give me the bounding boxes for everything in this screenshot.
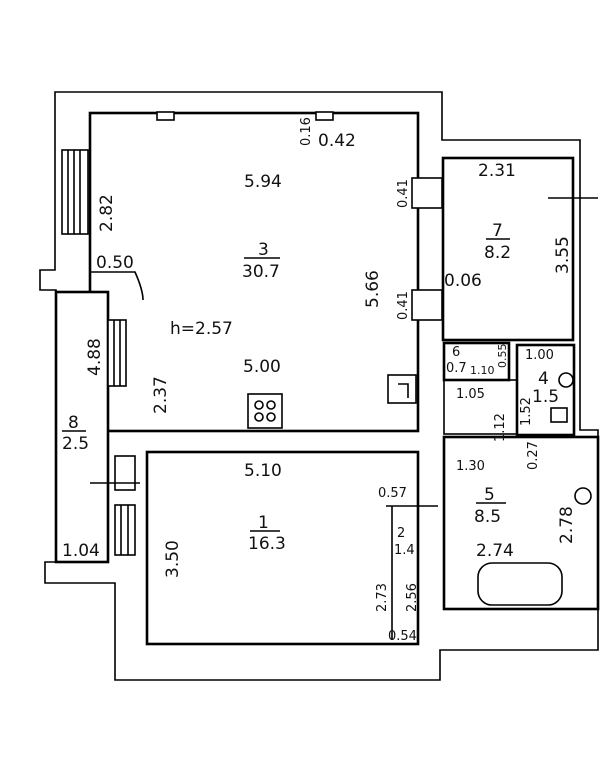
dim-r7-top: 2.31 [478,161,516,181]
toilet [558,372,574,388]
dim-r6-small-b: 1.10 [470,364,495,377]
door-opening-lower [411,289,443,321]
corridor-outline [443,379,518,435]
dim-r5-top: 1.30 [456,459,485,474]
room-1-outline [145,450,420,646]
room-8-number: 8 [68,413,79,433]
room-3-area: 30.7 [242,262,280,282]
sink [387,374,417,404]
dim-r3-left: 2.82 [97,194,117,232]
dim-r5-small: 0.27 [526,441,541,470]
room-5-number: 5 [484,485,495,505]
room-1-number: 1 [258,513,269,533]
dim-r5-width: 2.74 [476,541,514,561]
room-7-outline [441,156,575,342]
dim-corr-b: 1.12 [493,413,508,442]
toilet-sink [550,407,568,423]
dim-r3-bottom: 5.00 [243,357,281,377]
dim-r7-right: 3.55 [553,236,573,274]
room-3-corner-notch [90,271,144,301]
dim-r3-top: 5.94 [244,172,282,192]
dim-r3-vent-h: 0.16 [299,117,314,146]
room-6-area: 0.7 [446,361,467,376]
dim-r2-width: 0.57 [378,486,407,501]
sink-tap [398,383,409,398]
window-left-lower-top [114,455,136,491]
dim-r1-top: 5.10 [244,461,282,481]
washbasin [574,487,592,505]
room-3-outline [88,111,420,433]
room-2-number: 2 [397,526,405,541]
dim-r4-top: 1.00 [525,348,554,363]
window-left-upper [61,149,89,235]
dim-r3-corner: 0.50 [96,253,134,273]
dim-r3-right: 5.66 [363,270,383,308]
ceiling-height: h=2.57 [170,319,233,339]
vent-top-left [156,111,175,121]
dim-r8-bottom: 1.04 [62,541,100,561]
room-4-area: 1.5 [532,387,559,407]
dim-r3-door-upper: 0.41 [396,179,411,208]
dim-r3-door-lower: 0.41 [396,291,411,320]
room-4-outline [515,343,576,437]
dim-r1-left: 3.50 [163,540,183,578]
room-3-number: 3 [258,240,269,260]
room-5-area: 8.5 [474,507,501,527]
dim-r2-h2: 2.56 [405,583,420,612]
dim-corr-a: 1.05 [456,387,485,402]
room-8-area: 2.5 [62,434,89,454]
room-8-outline [54,290,110,564]
dim-r8-height: 4.88 [85,338,105,376]
room-4-number: 4 [538,369,549,389]
window-left-lower [114,504,136,556]
dim-r3-vent-w: 0.42 [318,131,356,151]
vent-top-right [315,111,334,121]
room-1-area: 16.3 [248,534,286,554]
bathtub [477,562,563,606]
outer-wall-outline [39,91,599,681]
dim-r4-left: 1.52 [519,397,534,426]
dim-r7-inner: 0.06 [444,271,482,291]
dim-r3-left-lower: 2.37 [151,376,171,414]
dim-r6-small-a: 0.55 [496,344,509,369]
room-7-area: 8.2 [484,243,511,263]
dim-r5-height: 2.78 [557,506,577,544]
dim-r2-bottom: 0.54 [388,629,417,644]
dim-r2-h1: 2.73 [375,583,390,612]
stove [247,393,283,429]
room-2-area: 1.4 [394,543,415,558]
room-7-number: 7 [492,221,503,241]
window-left-middle [107,319,127,387]
room-6-number: 6 [452,345,460,360]
door-opening-upper [411,177,443,209]
room-2-outline [386,505,438,640]
